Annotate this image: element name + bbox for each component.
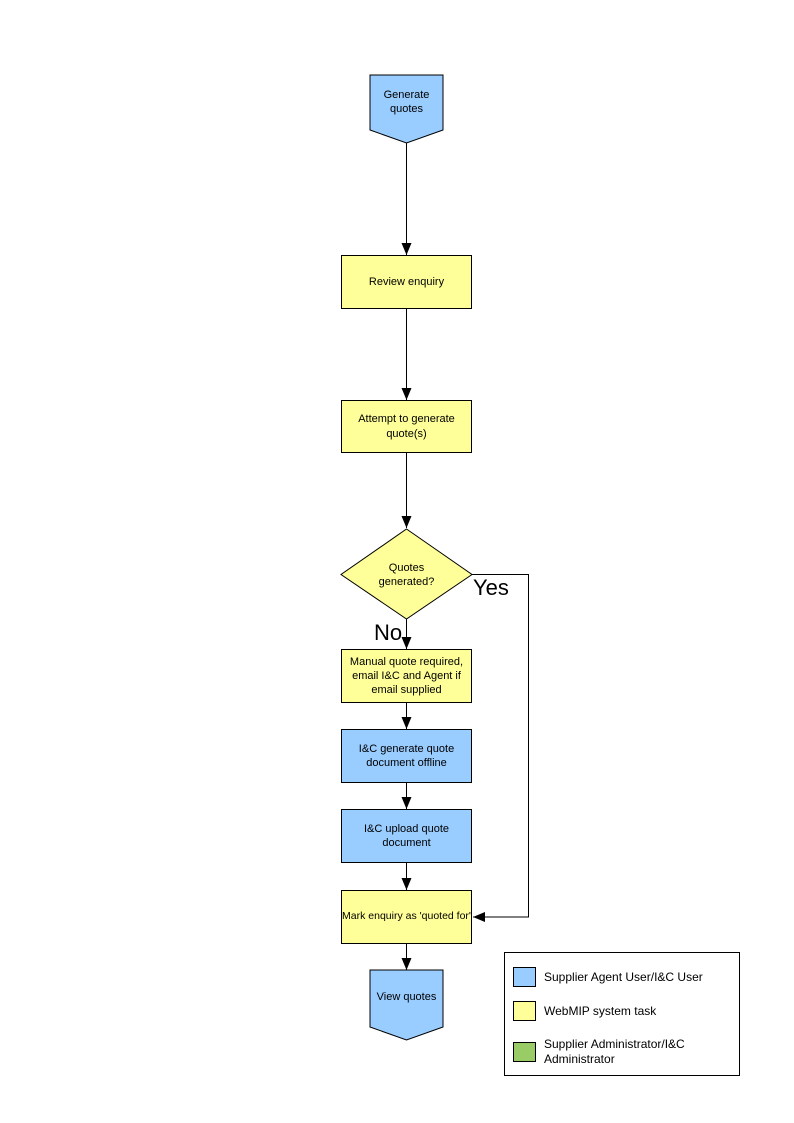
process-ic-upload-label: I&C upload quote document <box>363 822 449 849</box>
legend-swatch-green <box>513 1042 536 1062</box>
end-node-shape <box>369 969 444 1041</box>
process-manual-quote: Manual quote required, email I&C and Age… <box>341 649 472 703</box>
process-ic-generate: I&C generate quote document offline <box>341 729 472 783</box>
process-attempt-generate-label: Attempt to generate quote(s) <box>358 413 455 440</box>
decision-node-shape <box>340 528 473 620</box>
legend-label-supplier-admin: Supplier Administrator/I&C Administrator <box>544 1037 685 1066</box>
process-ic-upload: I&C upload quote document <box>341 809 472 863</box>
edge-decision-mark-yes <box>472 574 529 922</box>
edge-label-yes: Yes <box>473 575 509 600</box>
process-attempt-generate: Attempt to generate quote(s) <box>341 400 472 453</box>
legend-box: Supplier Agent User/I&C User WebMIP syst… <box>504 952 740 1076</box>
end-node-label: View quotes <box>376 990 437 1003</box>
legend-item-webmip-task: WebMIP system task <box>513 1001 734 1021</box>
legend-swatch-blue <box>513 967 536 987</box>
start-node-label: Generate quotes <box>383 88 430 115</box>
process-manual-quote-label: Manual quote required, email I&C and Age… <box>349 655 464 697</box>
process-mark-quoted-label: Mark enquiry as 'quoted for' <box>342 910 471 923</box>
process-ic-generate-label: I&C generate quote document offline <box>358 742 455 769</box>
process-mark-quoted: Mark enquiry as 'quoted for' <box>341 890 472 944</box>
legend-label-supplier-agent: Supplier Agent User/I&C User <box>544 969 703 984</box>
decision-node-label: Quotes generated? <box>378 561 435 588</box>
start-node-shape <box>369 74 444 144</box>
legend-swatch-yellow <box>513 1001 536 1021</box>
process-review-enquiry-label: Review enquiry <box>368 275 445 288</box>
legend-item-supplier-admin: Supplier Administrator/I&C Administrator <box>513 1037 734 1067</box>
legend-label-webmip-task: WebMIP system task <box>544 1003 657 1018</box>
legend-item-supplier-agent: Supplier Agent User/I&C User <box>513 967 734 987</box>
process-review-enquiry: Review enquiry <box>341 255 472 309</box>
edge-label-no: No <box>374 620 403 645</box>
